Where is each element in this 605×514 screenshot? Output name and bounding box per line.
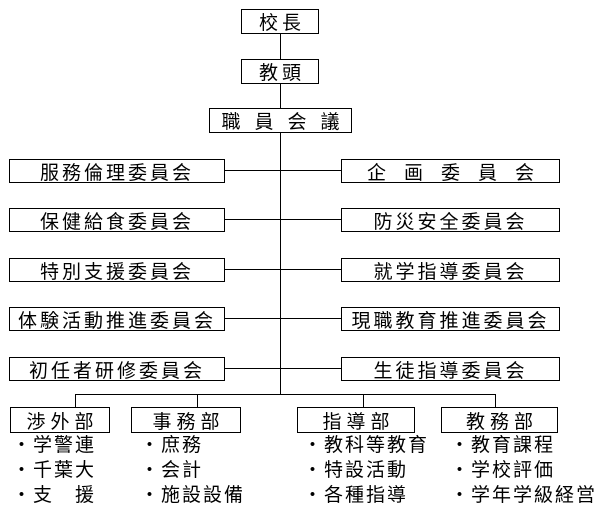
box-committee-right-2: 防災安全委員会 <box>341 208 560 233</box>
list-item: ・教科等教育 <box>303 435 430 456</box>
box-committee-left-3: 特別支援委員会 <box>9 258 225 283</box>
list-item: ・支 援 <box>12 485 97 506</box>
box-committee-right-4: 現職教育推進委員会 <box>341 307 560 332</box>
connector-line <box>225 269 280 270</box>
dept-general-affairs-items: ・庶務 ・会計 ・施設設備 <box>140 433 245 508</box>
list-item: ・施設設備 <box>140 485 246 506</box>
connector-line <box>280 219 341 220</box>
connector-line <box>225 318 280 319</box>
connector-line <box>280 34 281 59</box>
list-item: ・学年学級経営 <box>450 485 598 506</box>
list-item: ・庶務 <box>140 435 204 456</box>
list-item: ・学校評価 <box>450 460 556 481</box>
list-item: ・学警連 <box>12 435 97 456</box>
list-item: ・教育課程 <box>450 435 556 456</box>
box-committee-right-3: 就学指導委員会 <box>341 258 560 283</box>
connector-line <box>280 368 341 369</box>
connector-line <box>280 269 341 270</box>
connector-line <box>225 368 280 369</box>
box-vice-principal: 教頭 <box>241 59 319 84</box>
connector-line <box>280 84 281 108</box>
dept-guidance-items: ・教科等教育 ・特設活動 ・各種指導 <box>303 433 429 508</box>
connector-line <box>75 394 76 407</box>
box-dept-academic-affairs: 教務部 <box>441 407 558 433</box>
connector-line <box>280 170 341 171</box>
connector-line <box>197 394 198 407</box>
box-dept-guidance: 指導部 <box>297 407 415 433</box>
list-item: ・特設活動 <box>303 460 409 481</box>
dept-external-affairs-items: ・学警連 ・千葉大 ・支 援 <box>12 433 96 508</box>
box-committee-right-5: 生徒指導委員会 <box>341 357 560 382</box>
box-staff-meeting: 職員会議 <box>209 108 352 133</box>
connector-line <box>225 219 280 220</box>
box-committee-right-1: 企画委員会 <box>341 159 560 184</box>
connector-line <box>280 318 341 319</box>
box-committee-left-5: 初任者研修委員会 <box>9 357 225 382</box>
connector-line <box>363 394 364 407</box>
connector-line <box>75 394 496 395</box>
list-item: ・千葉大 <box>12 460 97 481</box>
box-principal: 校長 <box>241 9 319 34</box>
box-dept-external-affairs: 渉外部 <box>10 407 110 433</box>
box-committee-left-1: 服務倫理委員会 <box>9 159 225 184</box>
box-committee-left-4: 体験活動推進委員会 <box>9 307 225 332</box>
connector-line <box>280 133 281 394</box>
dept-academic-affairs-items: ・教育課程 ・学校評価 ・学年学級経営 <box>450 433 597 508</box>
connector-line <box>495 394 496 407</box>
box-committee-left-2: 保健給食委員会 <box>9 208 225 233</box>
box-dept-general-affairs: 事務部 <box>131 407 241 433</box>
list-item: ・各種指導 <box>303 485 409 506</box>
list-item: ・会計 <box>140 460 204 481</box>
connector-line <box>225 170 280 171</box>
